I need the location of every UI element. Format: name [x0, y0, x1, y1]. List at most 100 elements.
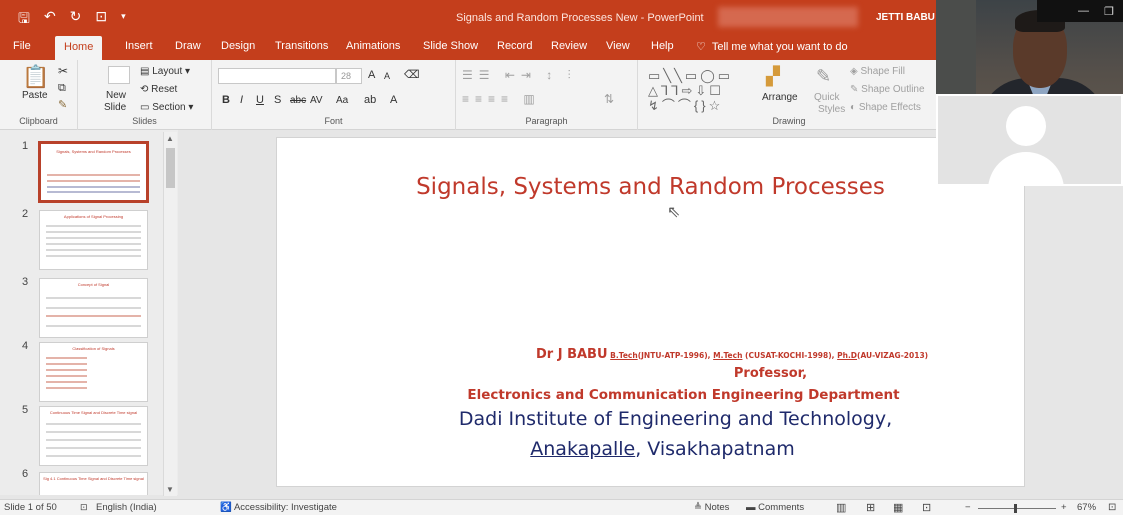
minimize-icon[interactable]: —	[1078, 5, 1089, 17]
comments-label: Comments	[758, 502, 805, 513]
tab-home[interactable]: Home	[55, 36, 103, 60]
tab-insert[interactable]: Insert	[125, 40, 153, 52]
clear-formatting-icon[interactable]: ⌫	[404, 69, 420, 81]
accessibility-button[interactable]: ♿ Accessibility: Investigate	[220, 502, 337, 513]
quick-styles-icon[interactable]: ✎	[816, 66, 832, 86]
new-slide-button-2[interactable]: Slide	[104, 102, 127, 113]
reset-button[interactable]: ⟲ Reset	[140, 84, 177, 95]
tab-file[interactable]: File	[13, 40, 31, 52]
slide-thumbnail-5[interactable]: Continuous Time Signal and Discrete Time…	[39, 406, 148, 466]
slide-thumbnail-1[interactable]: Signals, Systems and Random Processes	[38, 141, 149, 203]
font-label: Font	[324, 116, 343, 126]
font-color-button[interactable]: A	[390, 94, 398, 106]
new-slide-button[interactable]: New	[106, 90, 127, 101]
slide-thumbnail-6[interactable]: Sig 4.1 Continuous Time Signal and Discr…	[39, 472, 148, 495]
quick-styles-button-2[interactable]: Styles	[818, 104, 846, 115]
font-size-input[interactable]: 28	[336, 68, 362, 84]
tell-me-search[interactable]: ♡Tell me what you want to do	[696, 40, 848, 53]
text-direction-icon[interactable]: ⇅	[604, 92, 615, 106]
institute-name[interactable]: Dadi Institute of Engineering and Techno…	[458, 408, 893, 430]
section-button[interactable]: ▭ Section ▾	[140, 102, 194, 113]
scroll-up-icon[interactable]: ▲	[166, 134, 174, 143]
customize-qat-icon[interactable]: ▾	[121, 11, 126, 21]
font-name-input[interactable]	[218, 68, 336, 84]
copy-icon[interactable]: ⧉	[58, 82, 66, 94]
thumb-line	[46, 423, 141, 425]
tab-slide-show[interactable]: Slide Show	[423, 40, 479, 52]
reading-view-icon[interactable]: ▦	[893, 502, 904, 514]
zoom-in-icon[interactable]: +	[1061, 502, 1067, 513]
format-painter-icon[interactable]: ✎	[58, 99, 68, 111]
grow-font-button[interactable]: A	[368, 69, 376, 81]
user-name[interactable]: JETTI BABU	[876, 12, 935, 23]
strikethrough-button[interactable]: abc	[290, 95, 307, 106]
drawing-label: Drawing	[772, 116, 806, 126]
tab-help[interactable]: Help	[651, 40, 674, 52]
slide-thumbnail-4[interactable]: Classification of Signals	[39, 342, 148, 402]
thumbnail-scrollbar[interactable]: ▲ ▼	[163, 132, 177, 496]
italic-button[interactable]: I	[240, 94, 244, 106]
slide-canvas[interactable]: Signals, Systems and Random Processes Dr…	[277, 138, 1024, 486]
shrink-font-button[interactable]: A	[384, 71, 391, 81]
tab-record[interactable]: Record	[497, 40, 533, 52]
tab-review[interactable]: Review	[551, 40, 588, 52]
arrange-button[interactable]: Arrange	[762, 92, 798, 103]
comments-button[interactable]: ▬ Comments	[746, 502, 804, 513]
department[interactable]: Electronics and Communication Engineerin…	[467, 387, 900, 403]
blurred-region	[718, 7, 858, 27]
shape-outline-button[interactable]: ✎ Shape Outline	[850, 84, 925, 95]
tab-transitions[interactable]: Transitions	[275, 40, 329, 52]
shadow-button[interactable]: S	[274, 94, 282, 106]
shapes-gallery[interactable]: ▭╲╲▭◯▭△⅂⅂⇨⇩☐↯⌒⌒{}☆	[648, 68, 734, 113]
highlight-icon[interactable]: ab	[364, 94, 377, 106]
underline-button[interactable]: U	[256, 94, 264, 106]
slide-title[interactable]: Signals, Systems and Random Processes	[416, 174, 885, 200]
restore-icon[interactable]: ❐	[1104, 6, 1114, 18]
cut-icon[interactable]: ✂	[58, 64, 69, 78]
align-buttons[interactable]: ≡≡≡≡ ▥	[462, 92, 541, 106]
paste-icon[interactable]: 📋	[22, 64, 50, 89]
save-icon[interactable]: 🖫	[18, 10, 30, 26]
language-indicator[interactable]: English (India)	[96, 502, 157, 513]
present-icon[interactable]: ⊡	[95, 8, 108, 24]
change-case-button[interactable]: Aa	[336, 95, 349, 106]
notes-button[interactable]: ≜ Notes	[694, 502, 729, 513]
normal-view-icon[interactable]: ▥	[836, 502, 847, 514]
layout-label: Layout	[152, 66, 183, 77]
undo-icon[interactable]: ↶	[43, 8, 56, 24]
thumb-line	[46, 231, 141, 233]
slide-thumbnail-2[interactable]: Applications of Signal Processing	[39, 210, 148, 270]
new-slide-icon[interactable]	[108, 66, 130, 84]
char-spacing-button[interactable]: AV	[310, 95, 323, 106]
zoom-slider-handle[interactable]	[1014, 504, 1017, 513]
list-buttons[interactable]: ☰☰ ⇤⇥ ↕ ⫶	[462, 68, 577, 82]
arrange-icon[interactable]: ▞	[766, 66, 780, 86]
redo-icon[interactable]: ↻	[69, 8, 82, 24]
zoom-level[interactable]: 67%	[1077, 502, 1097, 513]
spelling-icon[interactable]: ⊡	[80, 502, 88, 512]
slide-sorter-icon[interactable]: ⊞	[866, 502, 876, 514]
shape-fill-button[interactable]: ◈ Shape Fill	[850, 66, 905, 77]
bold-button[interactable]: B	[222, 94, 230, 106]
zoom-out-icon[interactable]: −	[965, 502, 971, 513]
fit-to-window-icon[interactable]: ⊡	[1108, 502, 1117, 513]
tab-design[interactable]: Design	[221, 40, 256, 52]
presenter-name[interactable]: Dr J BABU B.Tech(JNTU-ATP-1996), M.Tech …	[536, 347, 928, 362]
webcam-participant-placeholder	[936, 94, 1123, 186]
institute-address[interactable]: Anakapalle, Visakhapatnam	[277, 438, 1024, 460]
zoom-slider[interactable]	[978, 508, 1056, 509]
slideshow-icon[interactable]: ⊡	[922, 502, 932, 514]
tab-draw[interactable]: Draw	[175, 40, 201, 52]
presenter-position[interactable]: Professor,	[733, 366, 808, 381]
scroll-down-icon[interactable]: ▼	[166, 485, 174, 494]
tab-view[interactable]: View	[606, 40, 630, 52]
scrollbar-thumb[interactable]	[166, 148, 175, 188]
paste-button[interactable]: Paste	[22, 90, 48, 101]
slides-label: Slides	[132, 116, 157, 126]
layout-button[interactable]: ▤ Layout ▾	[140, 66, 191, 77]
slide-thumbnail-3[interactable]: Concept of Signal	[39, 278, 148, 338]
shape-effects-button[interactable]: ◐ Shape Effects	[850, 102, 921, 113]
quick-styles-button[interactable]: Quick	[814, 92, 840, 103]
thumb-line	[46, 387, 87, 389]
tab-animations[interactable]: Animations	[346, 40, 401, 52]
